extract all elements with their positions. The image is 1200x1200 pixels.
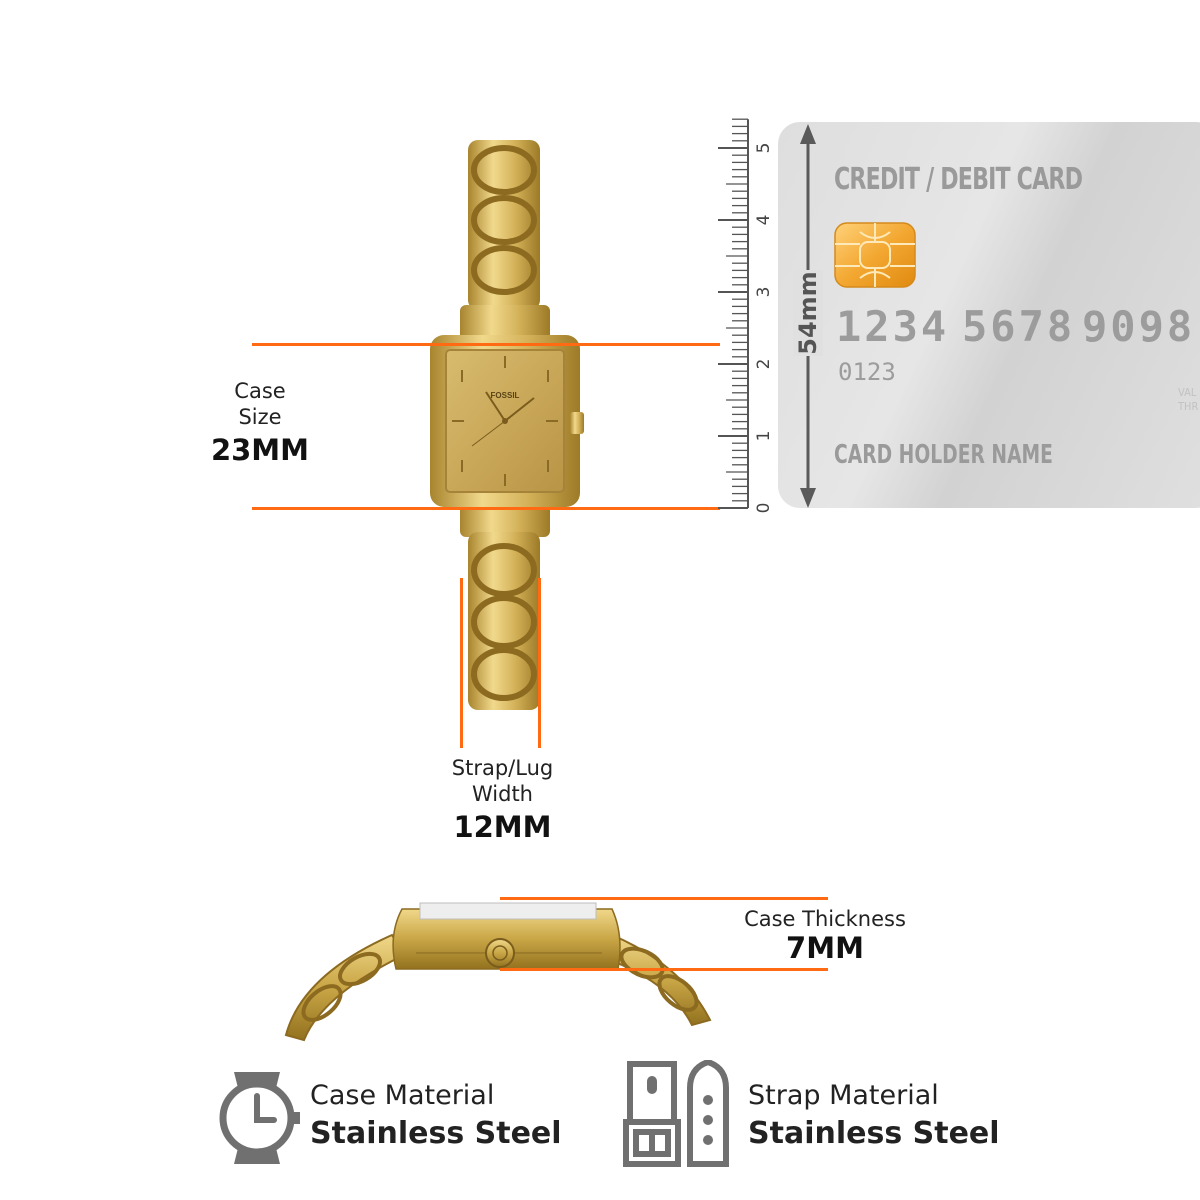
case-size-line2: Size	[238, 405, 282, 429]
case-thickness-text: Case Thickness	[744, 907, 906, 931]
strap-left-line	[460, 578, 463, 748]
case-size-line1: Case	[234, 379, 286, 403]
ruler-label: 1	[754, 431, 774, 442]
card-number-group-1: 1234	[836, 302, 950, 351]
strap-width-line1: Strap/Lug	[451, 756, 554, 780]
thickness-top-line	[500, 897, 828, 900]
case-thickness-label: Case Thickness 7MM	[740, 906, 910, 964]
credit-card	[778, 122, 1200, 508]
ruler-label: 0	[754, 503, 774, 514]
strap-icon	[623, 1060, 729, 1167]
watch-brand: FOSSIL	[491, 391, 520, 400]
case-material-value: Stainless Steel	[310, 1116, 562, 1151]
case-material-label: Case Material	[310, 1080, 495, 1111]
thickness-bottom-line	[500, 968, 828, 971]
case-size-top-line	[252, 343, 720, 346]
case-size-value: 23MM	[210, 433, 310, 467]
strap-material-label: Strap Material	[748, 1080, 939, 1111]
chain-upper	[468, 140, 540, 310]
card-holder-name: CARD HOLDER NAME	[834, 440, 1053, 470]
card-number-group-3: 9098	[1082, 302, 1196, 351]
ruler-label: 5	[754, 143, 774, 154]
strap-width-line2: Width	[471, 782, 533, 806]
card-number-group-2: 5678	[962, 302, 1076, 351]
watch-side-image	[284, 902, 712, 1042]
ruler: 0 1 2 3 4 5	[718, 118, 774, 514]
card-sub-number: 0123	[838, 358, 896, 386]
case-thickness-value: 7MM	[786, 931, 864, 965]
card-valid-2: THR	[1178, 400, 1199, 413]
card-title: CREDIT / DEBIT CARD	[834, 162, 1083, 197]
strap-width-value: 12MM	[453, 810, 552, 844]
strap-material-value: Stainless Steel	[748, 1116, 1000, 1151]
strap-right-line	[538, 578, 541, 748]
card-valid-1: VAL	[1178, 386, 1197, 399]
case-size-label: Case Size 23MM	[190, 378, 330, 470]
ruler-label: 3	[754, 287, 774, 298]
chain-lower	[468, 532, 540, 710]
ruler-label: 4	[754, 215, 774, 226]
case-size-bottom-line	[252, 507, 720, 510]
card-height-label: 54mm	[793, 270, 823, 356]
watch-front-image: FOSSIL	[430, 140, 584, 710]
watch-icon	[219, 1072, 300, 1164]
strap-width-label: Strap/Lug Width 12MM	[420, 755, 585, 847]
card-chip-icon	[834, 222, 916, 288]
ruler-label: 2	[754, 359, 774, 370]
